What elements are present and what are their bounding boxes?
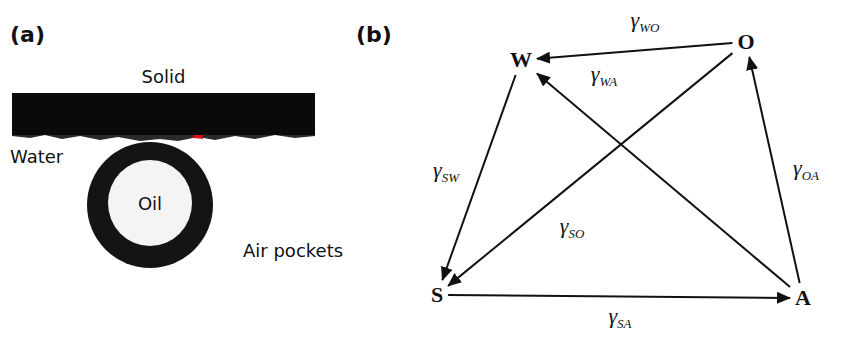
tension-vector bbox=[448, 53, 732, 286]
droplet-label: Oil bbox=[138, 193, 162, 214]
tension-vector bbox=[448, 295, 790, 298]
tension-label: γWA bbox=[589, 62, 620, 90]
oil-droplet: Oil bbox=[87, 142, 213, 268]
vertex-letter: S bbox=[431, 282, 443, 307]
tension-label: γSO bbox=[558, 214, 587, 242]
vertex-letter: O bbox=[737, 29, 754, 54]
tension-label: γOA bbox=[791, 156, 821, 184]
tension-label: γSW bbox=[431, 158, 461, 186]
callout-label: Air pockets bbox=[243, 240, 343, 261]
vertex-point: W bbox=[507, 47, 535, 73]
tension-vector bbox=[537, 43, 732, 59]
vertex-point: O bbox=[734, 29, 757, 55]
tension-vector bbox=[442, 75, 515, 280]
substrate-label: Solid bbox=[12, 66, 315, 87]
solid-substrate: Solid bbox=[12, 93, 315, 135]
vertex-letter: W bbox=[510, 47, 532, 72]
vertex-point: A bbox=[792, 285, 814, 311]
phase-label: Water bbox=[10, 146, 63, 167]
vertex-letter: A bbox=[795, 285, 811, 310]
panel-letter: (a) bbox=[10, 22, 45, 47]
tension-vector bbox=[537, 74, 790, 288]
tension-label: γWO bbox=[629, 8, 662, 36]
panel-letter: (b) bbox=[356, 22, 392, 47]
vertex-point: S bbox=[428, 282, 446, 308]
tension-label: γSA bbox=[606, 304, 633, 332]
